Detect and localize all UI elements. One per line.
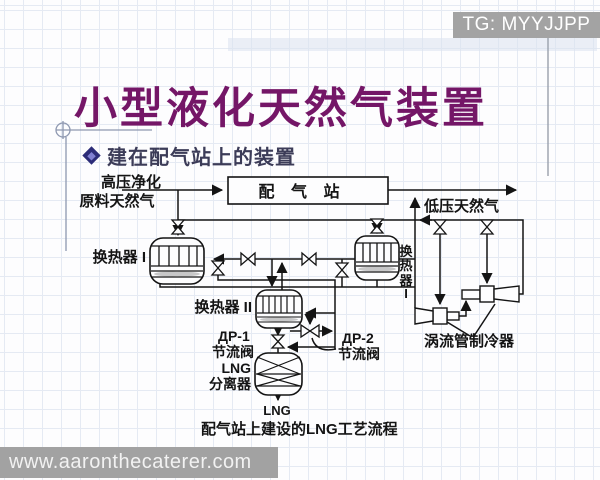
watermark-top-badge: TG: MYYJJPP: [453, 12, 600, 38]
valve-icons: [170, 218, 495, 349]
vortex-tube-lower-symbol: [414, 307, 460, 325]
heat-exchanger-1-symbol: [149, 237, 205, 285]
hx2-label: 换热器 II: [194, 298, 252, 316]
watermark-footer-bar: www.aaronthecaterer.com: [0, 447, 278, 478]
dr1-label-line1: ДР-1: [218, 328, 250, 344]
bullet-row: 建在配气站上的装置: [82, 141, 296, 170]
lp-gas-label: 低压天然气: [423, 197, 499, 215]
diagram-caption: 配气站上建设的LNG工艺流程: [201, 420, 398, 438]
hx1-right-label-char3: 器: [398, 273, 413, 288]
heat-exchanger-right-symbol: [354, 235, 400, 281]
title-underline-decor: [55, 121, 152, 251]
slide-title: 小型液化天然气装置: [74, 84, 488, 134]
hx1-right-label-char4: I: [404, 286, 408, 301]
station-box: 配 气 站: [227, 176, 389, 205]
hx1-right-label-char1: 换: [399, 244, 413, 259]
feed-label-line1: 高压净化: [101, 173, 161, 191]
station-label: 配 气 站: [259, 182, 346, 201]
lng-output-label: LNG: [263, 403, 290, 418]
lng-separator-symbol: [254, 352, 303, 396]
hx1-right-label-char2: 热: [399, 258, 412, 273]
separator-label-line1: LNG: [221, 360, 251, 376]
heat-exchanger-2-symbol: [255, 289, 303, 329]
dr1-label-line2: 节流阀: [212, 344, 254, 360]
feed-label-line2: 原料天然气: [79, 192, 154, 210]
separator-label-line2: 分离器: [209, 376, 252, 392]
hx1-label: 换热器 I: [93, 248, 146, 266]
diagram-labels: 高压净化 原料天然气 低压天然气 换热器 I 换热器 II 换 热 器 I ДР…: [79, 173, 515, 438]
vortex-cooler-label: 涡流管制冷器: [424, 332, 515, 350]
dr2-label-line2: 节流阀: [338, 346, 380, 362]
bullet-text: 建在配气站上的装置: [107, 147, 296, 169]
header-texture-band: [228, 38, 597, 51]
vortex-tube-upper-symbol: [461, 285, 520, 303]
dr2-label-line1: ДР-2: [342, 330, 374, 346]
